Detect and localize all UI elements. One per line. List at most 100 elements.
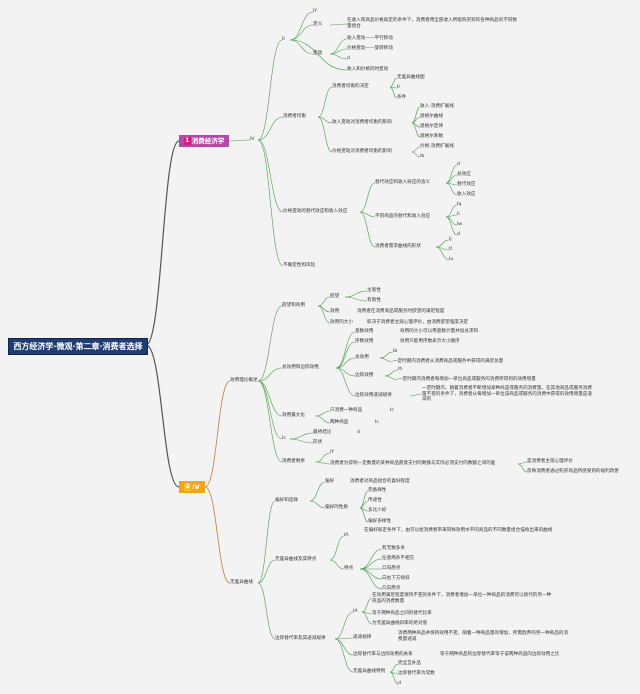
node-engel-coefficient[interactable]: 恩格尔系数 [420, 134, 443, 139]
node-no-intersect[interactable]: 任意两条不相交 [382, 556, 415, 561]
node-mrs-slope[interactable]: 为无差异曲线斜率的绝对值 [372, 621, 428, 626]
node-mrs-def[interactable]: 在效用满足程度保持不变的条件下，消费者增加一单位一种商品的消费可以替代的另一种商… [372, 593, 552, 604]
node-definition[interactable]: 定义 [313, 22, 323, 27]
node-completeness[interactable]: 完备择性 [368, 488, 387, 493]
node-d[interactable]: d [347, 56, 350, 61]
root-topic[interactable]: 西方经济学·微观·第二章·消费者选择 [8, 338, 148, 355]
node-total-marginal[interactable]: 总效用和边际效用 [282, 365, 319, 370]
node-d-4[interactable]: d [357, 430, 360, 435]
node-infinite[interactable]: 有无数多条 [382, 546, 405, 551]
node-want[interactable]: 欲望 [330, 294, 340, 299]
node-ib[interactable]: Ib [420, 154, 425, 159]
node-demand-shape[interactable]: 消费者需求曲线的形状 [375, 244, 421, 249]
node-preference-choice[interactable]: 偏好和选择 [275, 498, 298, 503]
node-more-better[interactable]: 多比少好 [368, 508, 387, 513]
node-ii-3[interactable]: Ii [457, 212, 460, 217]
node-total-utility-def[interactable]: 一定时期内消费者从消费商品或服务中获得的满足总量 [393, 359, 504, 364]
node-marginal-utility[interactable]: 边际效用 [355, 373, 374, 378]
node-price-change[interactable]: 价格变动——旋转移动 [347, 46, 393, 51]
node-mrs-mu[interactable]: 边际替代率与边际效用的关系 [353, 652, 413, 657]
node-ib-2[interactable]: Ib [393, 349, 398, 354]
node-utility-def[interactable]: 消费者在消费商品或服务时欲望的满足程度 [357, 309, 445, 314]
node-two-goods[interactable]: 两种商品 [330, 420, 349, 425]
node-ic-def[interactable]: 在偏好既定条件下，由可以给消费者带来同样效用水平的商品的不同数量组合描绘出来的曲… [364, 528, 553, 533]
node-convex[interactable]: 凸向原点 [382, 566, 401, 571]
node-surplus-welfare[interactable]: 反映消费者通过购买商品所感受到的福利改善 [527, 469, 619, 474]
node-final-conclusion[interactable]: 最终结论 [313, 430, 332, 435]
node-downward[interactable]: 向右下方倾斜 [382, 576, 410, 581]
node-mrs-law[interactable]: 递减规律 [353, 635, 372, 640]
node-pcc[interactable]: 价格-消费扩展线 [420, 144, 454, 149]
node-want-utility[interactable]: 欲望和效用 [282, 303, 305, 308]
node-d-5[interactable]: d [398, 681, 401, 686]
node-income-change[interactable]: 收入变动——平行移动 [347, 36, 393, 41]
node-ia-2[interactable]: IA [353, 609, 358, 614]
node-consumer-equilibrium[interactable]: 消费者均衡 [283, 114, 306, 119]
node-transitivity[interactable]: 传递性 [368, 498, 382, 503]
node-effect-meaning[interactable]: 替代效应和收入效应的含义 [375, 180, 431, 185]
node-ia[interactable]: IA [344, 533, 349, 538]
node-limited[interactable]: 有限性 [367, 298, 381, 303]
node-shape[interactable]: 形状 [313, 440, 323, 445]
node-income-effect-equilibrium[interactable]: 收入变动对消费者均衡的影响 [332, 120, 392, 125]
node-diminishing-law-def[interactable]: 一定时期内，随着消费者不断增加某种商品或服务的消费量，在其他商品或服务消费量不变… [422, 386, 592, 403]
node-goods-effects[interactable]: 不同商品的替代和收入效应 [375, 214, 431, 219]
node-iu[interactable]: Iu [449, 257, 454, 262]
node-budget-definition[interactable]: 在收入和商品价格既定的条件下，消费者用全部收入所能购买到的各种商品的不同数量组合 [347, 18, 517, 29]
node-d-3[interactable]: d [457, 232, 460, 237]
node-ii-2[interactable]: II [397, 85, 400, 90]
node-iy-2[interactable]: IY [330, 450, 335, 455]
node-indifference-curve[interactable]: 无差异曲线 [230, 580, 253, 585]
node-both-change[interactable]: 收入和价格同时变动 [347, 67, 389, 72]
node-iv[interactable]: IV [250, 137, 255, 142]
node-perfect-complements[interactable]: 完全互补品 [398, 661, 421, 666]
node-ij[interactable]: Ij [449, 237, 452, 242]
node-diminishing-law[interactable]: 边际效用递减规律 [355, 393, 392, 398]
node-marginal-utility-def[interactable]: 一定时期内消费者每增加一单位商品或服务的消费所得到的效用增量 [398, 377, 536, 382]
node-ordinal[interactable]: 序数效用 [355, 339, 374, 344]
node-substitution-effect[interactable]: 替代效应 [457, 182, 476, 187]
node-utility[interactable]: 效用 [330, 309, 340, 314]
node-preference-variety[interactable]: 偏好多样性 [368, 519, 391, 524]
node-it[interactable]: It [449, 247, 453, 252]
node-surplus-def[interactable]: 消费者为得到一定数量的某种商品愿意支付的数额与实际必须支付的数额之间的差 [330, 461, 496, 466]
node-mrs[interactable]: 边际替代率及其递减规律 [275, 636, 326, 641]
node-indifference-map[interactable]: 无差异曲线图 [397, 75, 425, 80]
node-price-effect-equilibrium[interactable]: 价格变动对消费者均衡的影响 [332, 149, 392, 154]
node-total-effect[interactable]: 总效应 [457, 172, 471, 177]
node-condition[interactable]: 条件 [397, 95, 407, 100]
node-utility-size[interactable]: 效用的大小 [330, 320, 353, 325]
node-preference-def[interactable]: 消费者对商品组合的喜好程度 [350, 479, 410, 484]
node-features[interactable]: 特点 [344, 566, 354, 571]
node-substitution-income[interactable]: 价格变动的替代效应和收入效应 [283, 209, 348, 214]
node-subjective[interactable]: 主观性 [367, 288, 381, 293]
node-change[interactable]: 变动 [313, 51, 323, 56]
node-engel-curve[interactable]: 恩格尔曲线 [420, 114, 443, 119]
node-consumer-surplus[interactable]: 消费者剩余 [282, 459, 305, 464]
node-mrs-ratio[interactable]: 等于两种商品之间的替代比率 [372, 611, 432, 616]
node-constant-mrs[interactable]: 边际替代率为常数 [398, 671, 435, 676]
node-iq[interactable]: Iq [457, 202, 462, 207]
node-ic-special[interactable]: 无差异曲线特例 [353, 669, 386, 674]
node-ic-features[interactable]: 无差异曲线及其特点 [275, 557, 317, 562]
node-cardinal-def[interactable]: 效用的大小可以用基数计量并加总求和 [400, 329, 479, 334]
node-iy[interactable]: IY [313, 9, 318, 14]
node-ic[interactable]: Ic [390, 408, 394, 413]
node-cardinal[interactable]: 基数效用 [355, 329, 374, 334]
node-one-good[interactable]: 只消费一种商品 [330, 408, 363, 413]
node-ic-3[interactable]: Ic [282, 436, 286, 441]
node-equilibrium-decision[interactable]: 消费者均衡的决定 [332, 84, 369, 89]
node-preference[interactable]: 偏好 [325, 479, 335, 484]
node-utility-size-def[interactable]: 取决于消费者主观心理评价，由消费欲望强度决定 [367, 320, 469, 325]
node-uncertainty[interactable]: 不确定性和风险 [283, 263, 316, 268]
node-d-2[interactable]: d [457, 162, 460, 167]
node-ic-2[interactable]: Ic [375, 420, 379, 425]
node-iw[interactable]: Iw [457, 222, 463, 227]
node-income-effect[interactable]: 收入效应 [457, 192, 476, 197]
node-preference-properties[interactable]: 偏好的性质 [325, 505, 348, 510]
node-ii[interactable]: II [282, 37, 285, 42]
node-utility-theory[interactable]: 效用理论概述 [230, 378, 258, 383]
node-surplus-subjective[interactable]: 是消费者主观心理评价 [527, 459, 573, 464]
